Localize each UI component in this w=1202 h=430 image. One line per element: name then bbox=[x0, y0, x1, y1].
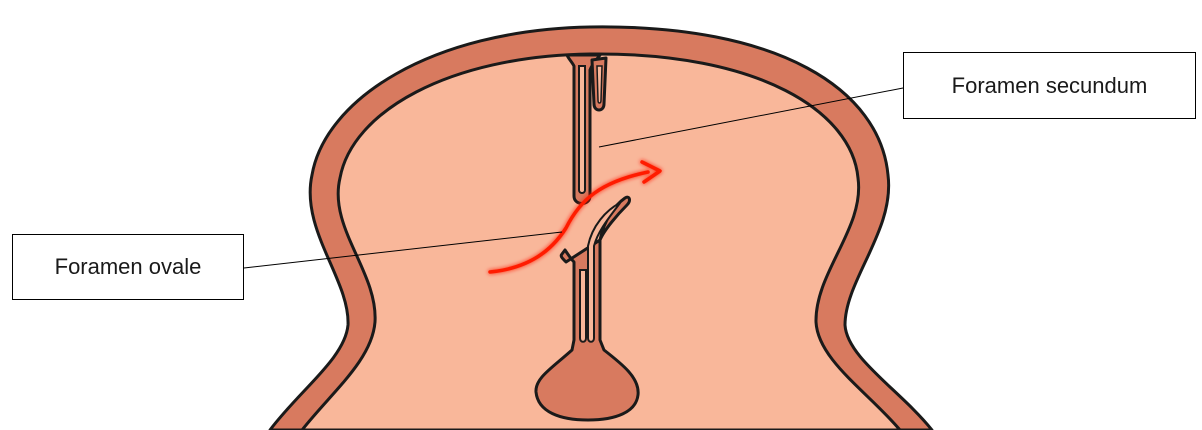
septum-lower-slit-left bbox=[580, 270, 586, 342]
label-foramen-ovale: Foramen ovale bbox=[12, 234, 244, 300]
septum-primum-slit bbox=[579, 66, 585, 193]
label-foramen-secundum: Foramen secundum bbox=[903, 52, 1196, 119]
septum-secundum-flap-slit bbox=[597, 66, 602, 103]
